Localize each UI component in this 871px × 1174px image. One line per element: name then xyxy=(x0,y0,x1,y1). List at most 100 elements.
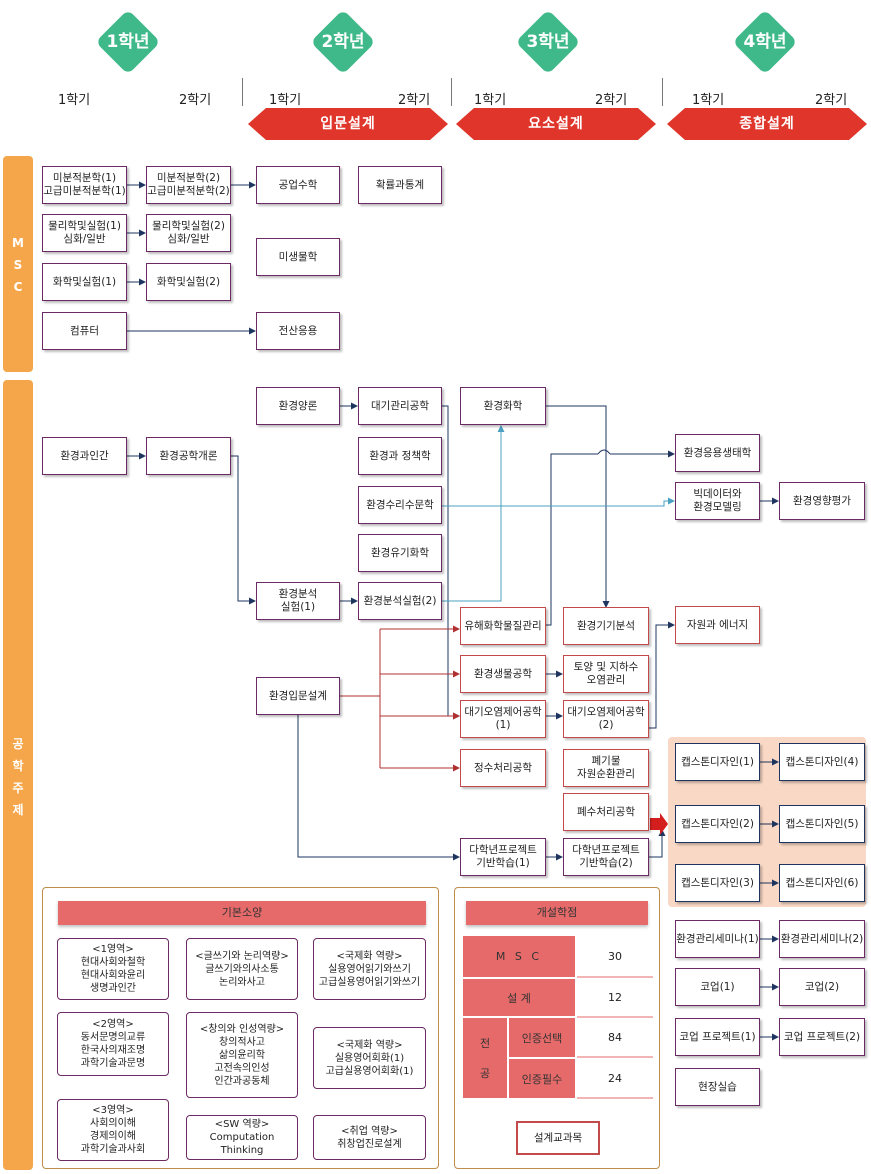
course-env-seminar-2: 환경관리세미나(2) xyxy=(779,920,865,958)
year-divider xyxy=(242,78,243,106)
sidebar-char: M xyxy=(12,236,24,250)
course-name: 환경영향평가 xyxy=(793,494,851,507)
course-name: 전산응용 xyxy=(278,324,318,337)
year-badge-4: 4학년 xyxy=(732,9,798,75)
course-coop-1: 코업(1) xyxy=(675,968,760,1006)
sidebar-char: 제 xyxy=(12,803,24,817)
course-name: 유해화학물질관리 xyxy=(464,619,542,632)
course-name: 폐기물 xyxy=(591,755,621,767)
course-name: 코업 프로젝트(2) xyxy=(783,1030,861,1043)
course-env-policy: 환경과 정책학 xyxy=(358,437,442,475)
course-name: 정수처리공학 xyxy=(474,761,532,774)
stage-band-intro: 입문설계 xyxy=(248,108,448,140)
gen-ed-course: 논리와사고 xyxy=(219,976,265,988)
gen-ed-group: <2영역> 동서문명의교류 한국사의재조명 과학기술과문명 xyxy=(57,1012,169,1076)
course-waste-resource: 폐기물 자원순환관리 xyxy=(563,749,649,787)
semester-label: 2학기 xyxy=(179,93,212,108)
course-air-pollution-control-1: 대기오염제어공학 (1) xyxy=(460,700,546,738)
course-name: 미분적분학(2) xyxy=(156,172,221,184)
course-env-intro-design: 환경입문설계 xyxy=(256,677,340,715)
credits-required-label: 인증필수 xyxy=(509,1059,575,1098)
course-env-bioengineering: 환경생물공학 xyxy=(460,655,546,693)
course-name: 코업 프로젝트(1) xyxy=(679,1030,756,1043)
gen-ed-heading: <2영역> xyxy=(92,1019,134,1030)
course-name: 물리학및실험(2) xyxy=(152,220,225,232)
gen-ed-course: 현대사회와윤리 xyxy=(80,970,146,981)
course-name: 컴퓨터 xyxy=(70,324,99,337)
semester-label: 1학기 xyxy=(58,93,91,108)
year-badge-1: 1학년 xyxy=(95,9,161,75)
course-name: 캡스톤디자인(2) xyxy=(681,817,754,830)
sidebar-char: 주 xyxy=(12,781,24,795)
gen-ed-course: 취창업진로설계 xyxy=(337,1138,402,1150)
sidebar-char: C xyxy=(13,280,23,294)
gen-ed-course: 현대사회와철학 xyxy=(80,957,146,968)
course-hazardous-chemicals: 유해화학물질관리 xyxy=(460,607,546,645)
course-env-eng-intro: 환경공학개론 xyxy=(146,437,231,475)
course-env-organic-chem: 환경유기화학 xyxy=(358,534,442,572)
credits-title: 개설학점 xyxy=(466,901,648,925)
year-label: 3학년 xyxy=(526,32,570,52)
gen-ed-course: 삶의윤리학 xyxy=(219,1049,265,1061)
course-name: 실험(1) xyxy=(280,601,316,613)
gen-ed-heading: <국제화 역량> xyxy=(336,1039,403,1051)
gen-ed-heading: <1영역> xyxy=(92,944,134,955)
semester-label: 1학기 xyxy=(269,93,302,108)
course-name: 환경기기분석 xyxy=(577,619,635,632)
gen-ed-heading: <창의와 인성역량> xyxy=(199,1023,285,1035)
course-name: 대기오염제어공학 xyxy=(567,706,645,718)
course-name: 캡스톤디자인(4) xyxy=(785,755,859,768)
gen-ed-course: 과학기술과문명 xyxy=(80,1058,146,1069)
course-air-pollution-control-2: 대기오염제어공학 (2) xyxy=(563,700,649,738)
year-label: 1학년 xyxy=(106,32,150,52)
gen-ed-heading: <글쓰기와 논리역량> xyxy=(195,950,289,962)
course-computer: 컴퓨터 xyxy=(42,312,127,350)
course-name: 코업(2) xyxy=(804,980,840,993)
credits-msc-label: M S C xyxy=(463,936,575,977)
gen-ed-course: 고전속의인성 xyxy=(214,1062,270,1074)
course-env-chemistry: 환경화학 xyxy=(460,387,546,425)
course-field-practice: 현장실습 xyxy=(675,1068,760,1106)
semester-label: 2학기 xyxy=(815,93,848,108)
course-probability-statistics: 확률과통계 xyxy=(358,166,442,204)
sidebar-engineering: 공 학 주 제 xyxy=(3,380,33,1170)
gen-ed-course: 실용영어읽기와쓰기 xyxy=(328,963,411,975)
course-soil-groundwater: 토양 및 지하수 오염관리 xyxy=(563,655,649,693)
course-multi-year-project-2: 다학년프로젝트 기반학습(2) xyxy=(563,838,649,876)
course-name: 환경분석 xyxy=(278,588,318,600)
course-name: 환경화학 xyxy=(483,399,523,412)
year-badge-3: 3학년 xyxy=(515,9,581,75)
course-name: 환경과인간 xyxy=(60,449,109,462)
course-name: (1) xyxy=(495,719,511,731)
gen-ed-group: <SW 역량> Computation Thinking xyxy=(186,1115,298,1160)
course-resources-energy: 자원과 에너지 xyxy=(675,606,760,644)
course-name: 캡스톤디자인(3) xyxy=(681,876,754,889)
course-capstone-3: 캡스톤디자인(3) xyxy=(675,864,760,902)
course-name: 환경유기화학 xyxy=(371,546,429,559)
course-name: 다학년프로젝트 xyxy=(572,844,640,856)
legend-label: 설계교과목 xyxy=(533,1131,583,1144)
gen-ed-course: 글쓰기와의사소통 xyxy=(205,963,279,975)
course-calculus-2: 미분적분학(2) 고급미분적분학(2) xyxy=(146,166,231,204)
sidebar-char: 학 xyxy=(12,759,24,773)
gen-ed-heading: <3영역> xyxy=(92,1105,134,1116)
course-env-analysis-exp-1: 환경분석 실험(1) xyxy=(256,582,340,620)
gen-ed-course: 인간과공동체 xyxy=(214,1075,270,1087)
stage-band-capstone: 종합설계 xyxy=(667,108,867,140)
course-physics-2: 물리학및실험(2) 심화/일반 xyxy=(146,214,231,252)
course-name: 고급미분적분학(2) xyxy=(147,185,230,197)
gen-ed-course: 한국사의재조명 xyxy=(80,1045,146,1056)
gen-ed-group: <국제화 역량> 실용영어회화(1) 고급실용영어회화(1) xyxy=(313,1027,426,1089)
course-name: 환경공학개론 xyxy=(159,449,218,462)
course-hydraulics-hydrology: 환경수리수문학 xyxy=(358,486,442,524)
semester-label: 2학기 xyxy=(595,93,628,108)
course-name: 대기오염제어공학 xyxy=(464,706,542,718)
course-name: 캡스톤디자인(5) xyxy=(785,817,859,830)
gen-ed-course: 동서문명의교류 xyxy=(80,1032,146,1043)
course-name: 기반학습(2) xyxy=(579,857,633,869)
course-coop-project-1: 코업 프로젝트(1) xyxy=(675,1018,760,1056)
credits-msc-value: 30 xyxy=(608,950,622,963)
course-name: 확률과통계 xyxy=(375,178,425,191)
gen-ed-heading: <SW 역량> xyxy=(214,1119,270,1130)
